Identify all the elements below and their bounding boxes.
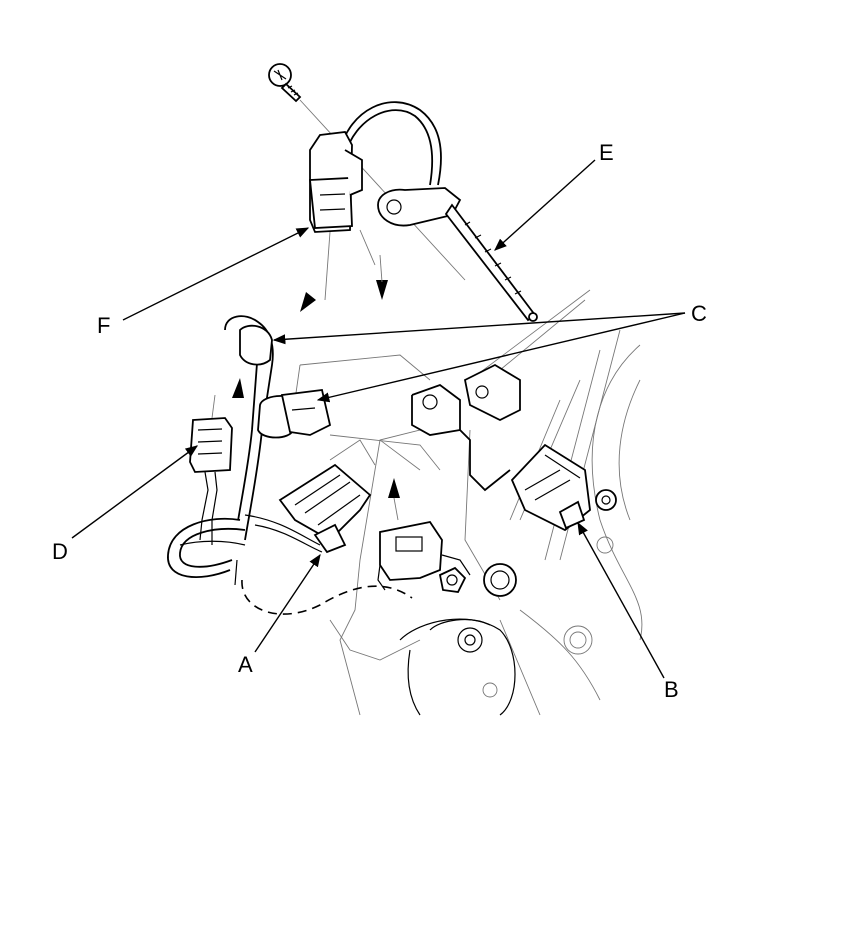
- mounting-bracket: [411, 363, 521, 492]
- callout-label-a: A: [238, 652, 253, 677]
- connector-a: [278, 439, 376, 554]
- harness-main: [167, 315, 332, 586]
- callout-label-b: B: [664, 677, 679, 702]
- bolt: [438, 563, 517, 597]
- connector-b: [510, 443, 617, 532]
- callout-label-d: D: [52, 539, 68, 564]
- direction-arrows: [232, 254, 400, 521]
- screw: [268, 63, 466, 281]
- dashed-harness-route: [241, 579, 413, 615]
- sensor-e: [339, 101, 538, 322]
- callout-label-c: C: [691, 301, 707, 326]
- callout-label-e: E: [599, 140, 614, 165]
- connector-d: [189, 394, 233, 545]
- harness-bracket: [377, 520, 471, 591]
- callout-label-f: F: [97, 313, 110, 338]
- connector-f: [309, 131, 376, 301]
- leader-lines: [71, 159, 686, 679]
